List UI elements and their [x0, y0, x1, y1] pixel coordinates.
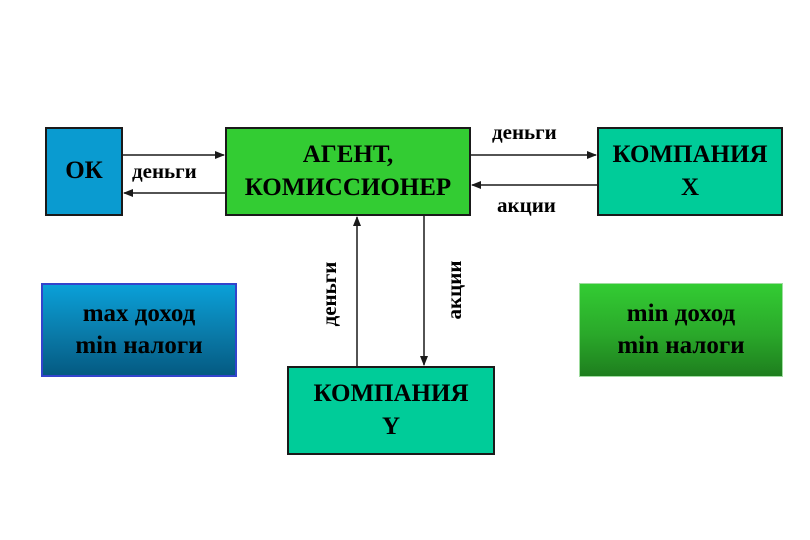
box-company-x: КОМПАНИЯ X [597, 127, 783, 216]
box-agent-line1: АГЕНТ, [302, 141, 394, 168]
box-goal-right-line1: min доход [626, 299, 736, 327]
edge-label-agent-y-shares: акции [442, 260, 466, 320]
box-goal-left-line1: max доход [82, 299, 196, 327]
box-goal-right: min доход min налоги [579, 283, 783, 377]
edge-label-agent-x-money: деньги [492, 120, 557, 144]
edge-label-x-agent-shares: акции [497, 193, 556, 217]
box-goal-left: max доход min налоги [41, 283, 237, 377]
box-agent-commissioner: АГЕНТ, КОМИССИОНЕР [225, 127, 471, 216]
box-goal-right-line2: min налоги [617, 332, 745, 359]
box-ok: ОК [45, 127, 123, 216]
box-company-x-line1: КОМПАНИЯ [612, 141, 768, 168]
edge-label-ok-agent-money: деньги [132, 159, 197, 183]
box-company-y-line1: КОМПАНИЯ [313, 380, 469, 407]
box-agent-line2: КОМИССИОНЕР [244, 173, 452, 201]
box-company-y-line2: Y [381, 412, 401, 440]
box-company-x-line2: X [680, 173, 700, 201]
box-ok-label: ОК [65, 157, 103, 185]
box-goal-left-line2: min налоги [75, 332, 203, 359]
box-company-y: КОМПАНИЯ Y [287, 366, 495, 455]
edge-label-y-agent-money: деньги [317, 261, 341, 327]
